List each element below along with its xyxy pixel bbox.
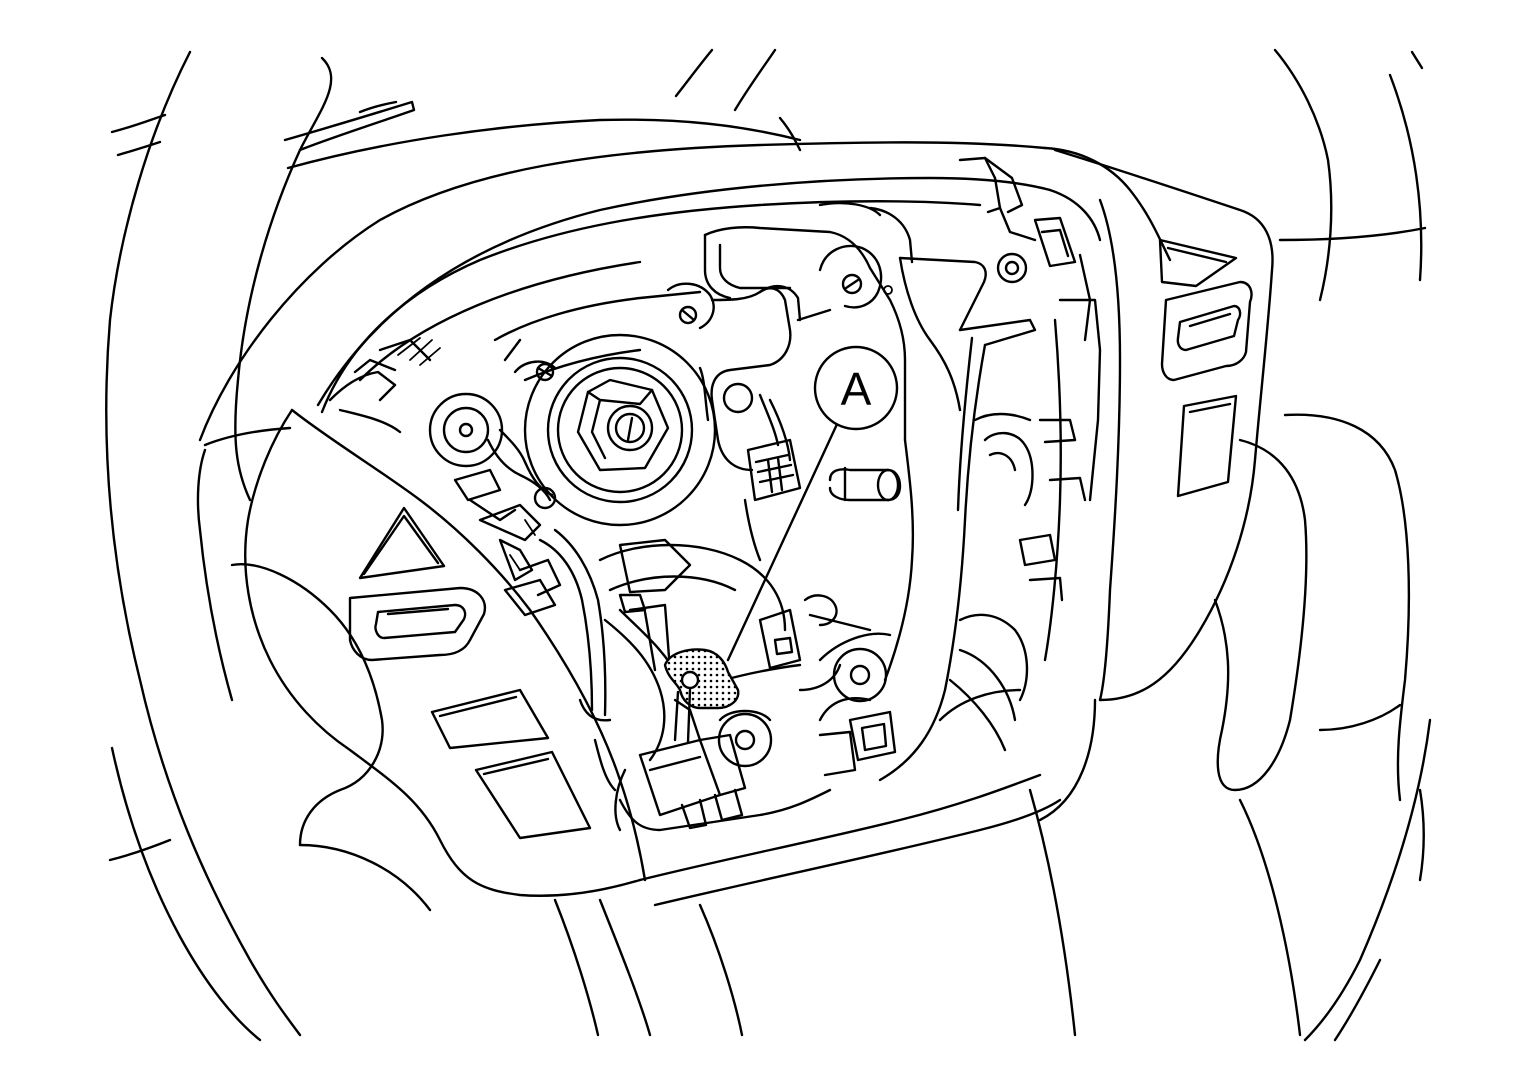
guide-pin [828, 466, 902, 502]
steering-nut-assembly [523, 333, 717, 527]
bolt-upper-right [818, 244, 893, 309]
bolt-lower-center [717, 709, 773, 768]
bolt-left-upper [513, 360, 557, 382]
left-rocker-switch [348, 586, 487, 662]
ground-terminal [663, 648, 740, 710]
left-lower-switch-2 [474, 750, 592, 840]
upper-column-area [283, 48, 802, 170]
central-bracket [698, 284, 832, 472]
right-switch-buttons [1158, 238, 1253, 498]
hole-center [722, 382, 754, 414]
bolt-left [428, 392, 504, 468]
callout-a-leader [726, 420, 840, 662]
steering-wheel-rim [105, 48, 1432, 1042]
callout-a: A [726, 345, 899, 662]
lower-right-bracket [688, 594, 897, 777]
mounting-bolts [428, 244, 893, 768]
ground-connection-highlight [663, 648, 740, 744]
callout-a-circle [813, 345, 899, 431]
bolt-upper-center [666, 282, 715, 330]
right-switch-bezel [1038, 148, 1274, 822]
steering-nut [576, 378, 670, 472]
callout-a-label: A [841, 363, 872, 415]
right-lower-switch [1176, 394, 1238, 498]
left-lower-switch-1 [430, 688, 550, 750]
inner-cavity-upper [328, 290, 702, 434]
center-connector [743, 393, 802, 562]
hub-plate [703, 201, 1037, 782]
left-triangle-switch [358, 506, 446, 580]
left-switch-bezel [230, 408, 647, 912]
hub-housing [198, 141, 1172, 447]
right-rocker-switch [1160, 280, 1253, 382]
upper-right-bracket [958, 156, 1102, 662]
left-switch-buttons [348, 506, 592, 840]
left-harness [453, 428, 612, 722]
inner-cavity-right [938, 412, 1034, 752]
bolt-lower-right [832, 647, 888, 703]
right-triangle-switch [1158, 238, 1238, 288]
lower-connector [618, 698, 832, 832]
clockspring-area [593, 538, 787, 832]
lower-column-cover [553, 773, 1302, 1037]
